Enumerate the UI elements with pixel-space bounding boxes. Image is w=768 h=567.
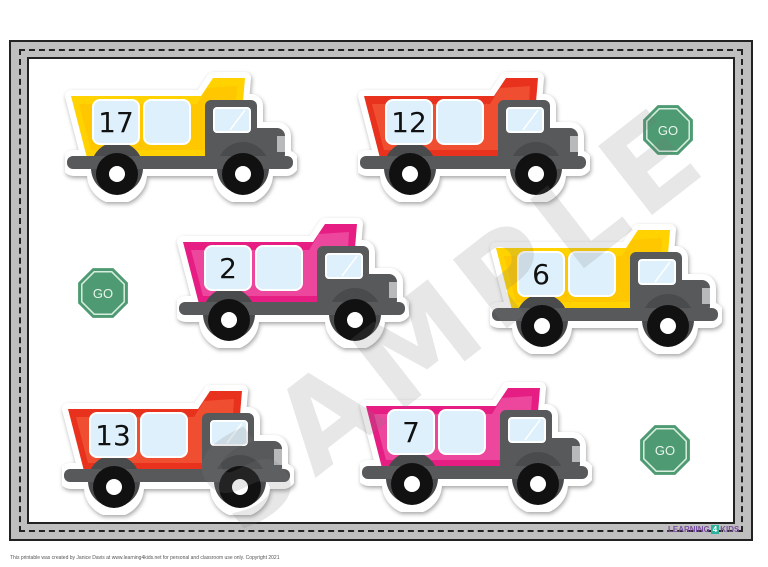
answer-box[interactable] [255, 245, 303, 291]
go-label: GO [93, 286, 113, 301]
number-box [204, 245, 252, 291]
dump-truck-card[interactable]: 13 [58, 383, 296, 517]
dump-truck-card[interactable]: 12 [354, 70, 592, 204]
truck-number: 13 [95, 419, 131, 452]
cab-window [213, 107, 251, 133]
truck-number: 7 [402, 416, 420, 449]
logo-four: 4 [710, 525, 720, 534]
dump-truck-card[interactable]: 17 [61, 70, 299, 204]
answer-box[interactable] [568, 251, 616, 297]
cab-window [638, 259, 676, 285]
go-label: GO [655, 443, 675, 458]
octagon-icon [78, 268, 128, 318]
go-sign: GO [75, 265, 131, 321]
truck-number: 17 [98, 106, 134, 139]
number-box [385, 99, 433, 145]
copyright-footer: This printable was created by Janice Dav… [10, 555, 280, 561]
octagon-icon [643, 105, 693, 155]
go-sign: GO [637, 422, 693, 478]
go-label: GO [658, 123, 678, 138]
dump-truck-card[interactable]: 2 [173, 216, 411, 350]
dump-truck-card[interactable]: 6 [486, 222, 724, 356]
answer-box[interactable] [436, 99, 484, 145]
cab-window [210, 420, 248, 446]
number-box [387, 409, 435, 455]
number-box [89, 412, 137, 458]
logo-text: LEARNING [668, 525, 710, 534]
logo-kids: KIDS [720, 525, 740, 534]
road-dashed-line [19, 49, 743, 532]
number-box [92, 99, 140, 145]
go-sign: GO [640, 102, 696, 158]
number-box [517, 251, 565, 297]
cab-window [325, 253, 363, 279]
truck-number: 12 [391, 106, 427, 139]
answer-box[interactable] [143, 99, 191, 145]
cab-window [506, 107, 544, 133]
cab-window [508, 417, 546, 443]
truck-number: 2 [219, 252, 237, 285]
truck-number: 6 [532, 258, 550, 291]
octagon-icon [640, 425, 690, 475]
answer-box[interactable] [140, 412, 188, 458]
answer-box[interactable] [438, 409, 486, 455]
dump-truck-card[interactable]: 7 [356, 380, 594, 514]
